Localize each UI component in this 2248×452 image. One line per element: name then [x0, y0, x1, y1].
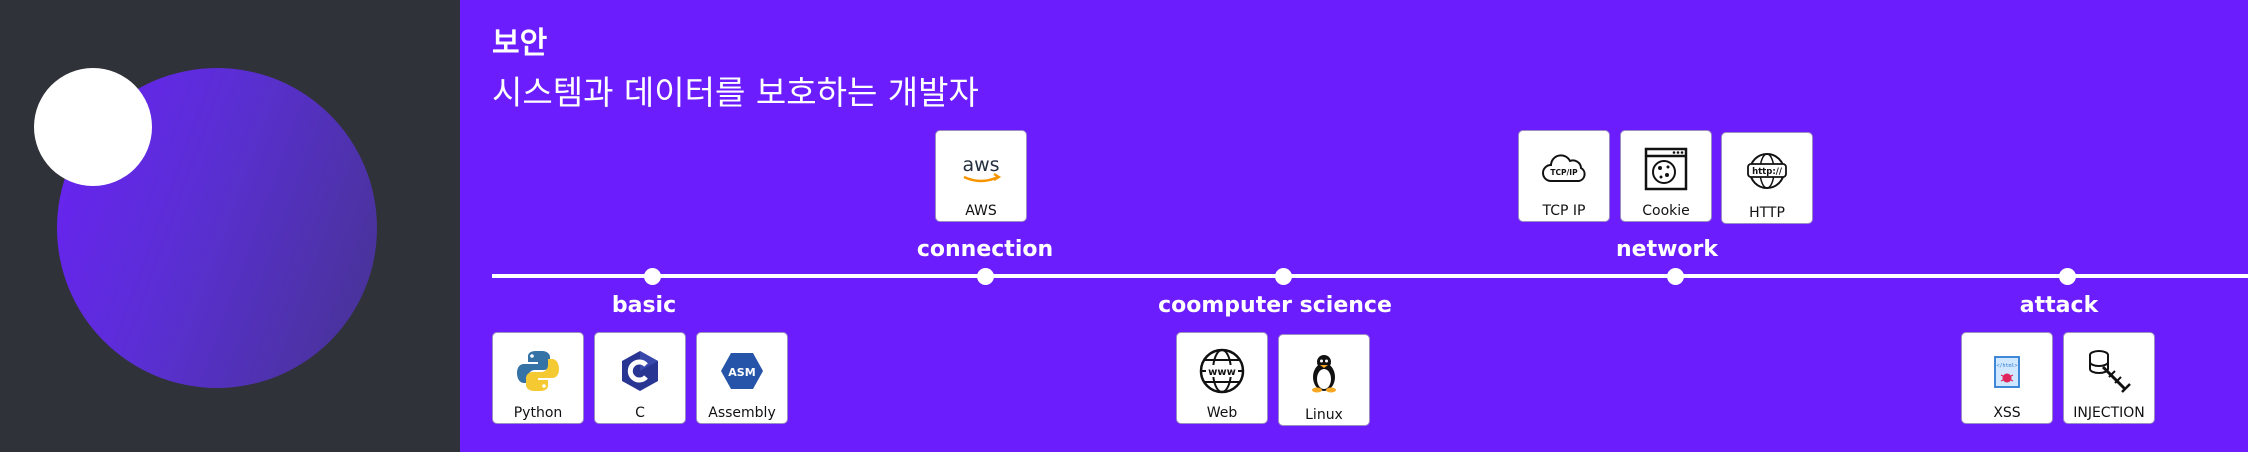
svg-text:ASM: ASM: [728, 366, 755, 379]
skill-card-aws[interactable]: aws AWS: [935, 130, 1027, 222]
skill-card-xss[interactable]: </html> XSS: [1961, 332, 2053, 424]
xss-script-icon: </html>: [1979, 343, 2035, 399]
group-label-basic: basic: [611, 293, 677, 318]
svg-text:aws: aws: [962, 154, 999, 176]
skill-card-web[interactable]: www Web: [1176, 332, 1268, 424]
timeline-line: [492, 274, 2248, 278]
skill-card-injection[interactable]: INJECTION: [2063, 332, 2155, 424]
skill-card-http[interactable]: http:// HTTP: [1721, 132, 1813, 224]
linux-penguin-icon: [1296, 345, 1352, 401]
skill-card-assembly[interactable]: ASM Assembly: [696, 332, 788, 424]
left-panel: [0, 0, 460, 452]
skill-card-python[interactable]: Python: [492, 332, 584, 424]
skill-name: Assembly: [708, 405, 776, 421]
white-circle: [34, 68, 152, 186]
roadmap-main: 보안 시스템과 데이터를 보호하는 개발자 basic connection c…: [460, 0, 2248, 452]
cookie-browser-icon: [1638, 141, 1694, 197]
skill-name: Python: [513, 405, 563, 421]
svg-text:TCP/IP: TCP/IP: [1550, 168, 1578, 177]
svg-text:http://: http://: [1752, 167, 1783, 177]
skill-name: Cookie: [1642, 203, 1690, 219]
assembly-icon: ASM: [714, 343, 770, 399]
group-label-network: network: [1615, 237, 1719, 262]
group-label-connection: connection: [916, 237, 1054, 262]
skill-name: TCP IP: [1542, 203, 1586, 219]
timeline-dot-connection: [977, 268, 994, 285]
skill-name: INJECTION: [2073, 405, 2145, 421]
c-language-icon: [612, 343, 668, 399]
timeline-dot-network: [1667, 268, 1684, 285]
svg-text:www: www: [1208, 367, 1236, 378]
aws-icon: aws: [953, 141, 1009, 197]
page-subtitle: 시스템과 데이터를 보호하는 개발자: [492, 73, 979, 112]
page-title: 보안: [492, 26, 548, 61]
skill-card-tcp-ip[interactable]: TCP/IP TCP IP: [1518, 130, 1610, 222]
timeline-dot-computer-science: [1275, 268, 1292, 285]
tcp-ip-cloud-icon: TCP/IP: [1536, 141, 1592, 197]
skill-card-cookie[interactable]: Cookie: [1620, 130, 1712, 222]
skill-name: Linux: [1305, 407, 1343, 423]
skill-name: C: [635, 405, 645, 421]
group-label-attack: attack: [2019, 293, 2099, 318]
skill-name: Web: [1206, 405, 1238, 421]
skill-name: XSS: [1993, 405, 2021, 421]
skill-card-c[interactable]: C: [594, 332, 686, 424]
skill-name: AWS: [965, 203, 997, 219]
timeline-dot-attack: [2059, 268, 2076, 285]
database-injection-icon: [2081, 343, 2137, 399]
python-icon: [510, 343, 566, 399]
group-label-computer-science: coomputer science: [1158, 293, 1392, 318]
skill-name: HTTP: [1749, 205, 1785, 221]
skill-card-linux[interactable]: Linux: [1278, 334, 1370, 426]
timeline-dot-basic: [644, 268, 661, 285]
http-globe-icon: http://: [1739, 143, 1795, 199]
globe-www-icon: www: [1194, 343, 1250, 399]
svg-text:</html>: </html>: [1996, 363, 2017, 369]
